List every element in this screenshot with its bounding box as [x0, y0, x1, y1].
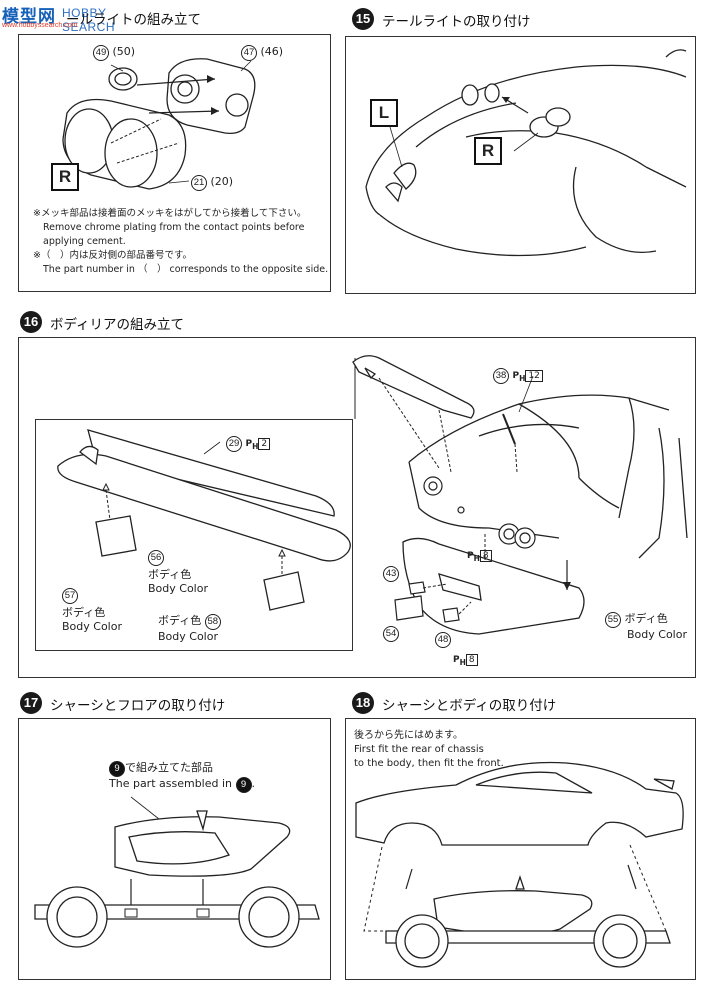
ref-jp: で組み立てた部品	[125, 761, 213, 774]
runner-ref-p: P	[512, 371, 520, 381]
part-57-color-en: Body Color	[62, 620, 122, 633]
step14-panel: 49 (50) 47 (46) 21 (20) R ※メッキ部品は接着面のメッキ…	[18, 34, 331, 292]
step14-note: ※メッキ部品は接着面のメッキをはがしてから接着して下さい。 Remove chr…	[33, 207, 328, 277]
part-57: 57	[62, 588, 78, 604]
runner-ref-p: P	[245, 439, 253, 449]
part-54: 54	[383, 626, 399, 642]
runner-ref-h: H	[519, 373, 526, 383]
step17-badge: 17	[20, 692, 42, 714]
step18-note-en-2: to the body, then fit the front.	[354, 758, 504, 769]
runner-ref-num: 8	[465, 654, 478, 666]
part-57-callout: 57 ボディ色 Body Color	[62, 588, 122, 633]
part-55-color-jp: ボディ色	[624, 612, 668, 625]
note-en-chrome-2: applying cement.	[43, 236, 126, 247]
part-47-46-callout: 47 (46)	[241, 45, 283, 61]
ref-step-9-en: 9	[235, 777, 252, 793]
step18-note-en-1: First fit the rear of chassis	[354, 744, 484, 755]
runner-ref-num: 2	[258, 438, 271, 450]
step18-note: 後ろから先にはめます。 First fit the rear of chassi…	[354, 729, 504, 771]
part-56-callout: 56 ボディ色 Body Color	[148, 550, 208, 595]
step15-title: テールライトの取り付け	[382, 14, 531, 30]
watermark-logo: 模型网 HOBBY SEARCH www.hobbyssearch.com	[0, 0, 150, 34]
part-21-20-callout: 21 (20)	[191, 175, 233, 191]
step18-note-jp: 後ろから先にはめます。	[354, 730, 463, 741]
part-56: 56	[148, 550, 164, 566]
part-38: 38	[493, 368, 509, 384]
part-56-color-en: Body Color	[148, 582, 208, 595]
step18-badge: 18	[352, 692, 374, 714]
part-48: 48	[435, 632, 451, 648]
watermark-cn: 模型网	[2, 7, 56, 26]
note-en-opposite: The part number in （ ） corresponds to th…	[43, 264, 329, 275]
step14-illustration	[62, 58, 256, 190]
part-21: 21	[191, 175, 207, 191]
step14-title: ールライトの組み立て	[66, 12, 201, 28]
step18-panel: 後ろから先にはめます。 First fit the rear of chassi…	[345, 718, 696, 980]
step15-badge: 15	[352, 8, 374, 30]
part-58: 58	[204, 614, 221, 630]
runner-ref-h: H	[473, 553, 480, 563]
body-rear-illustration	[352, 355, 688, 635]
part-46: (46)	[260, 45, 284, 58]
runner-ref-num: 12	[525, 370, 543, 382]
part-55: 55	[605, 612, 621, 628]
watermark-url: www.hobbyssearch.com	[2, 22, 78, 29]
part-43-callout: 43	[383, 566, 399, 582]
ref-en: The part assembled in	[109, 777, 233, 790]
note-en-chrome: Remove chrome plating from the contact p…	[43, 222, 305, 233]
part-48-callout: 48	[435, 632, 451, 648]
step17-title: シャーシとフロアの取り付け	[50, 698, 226, 714]
part-49: 49	[93, 45, 109, 61]
part-43: 43	[383, 566, 399, 582]
step15-panel: L R	[345, 36, 696, 294]
part-20: (20)	[210, 175, 234, 188]
runner-ref-h: H	[459, 657, 466, 667]
chassis-floor-illustration	[34, 796, 320, 948]
runner-ref-p: P	[453, 655, 460, 665]
runner-ref-num: 8	[479, 550, 492, 562]
chassis-body-illustration	[355, 761, 684, 968]
runner-ref-h: H	[252, 441, 259, 451]
part-57-color-jp: ボディ色	[62, 606, 106, 619]
side-label-l: L	[370, 99, 398, 127]
side-label-r-15: R	[474, 137, 502, 165]
part-49-50-callout: 49 (50)	[93, 45, 135, 61]
part-56-color-jp: ボディ色	[148, 568, 192, 581]
part-29: 29	[226, 436, 242, 452]
step18-title: シャーシとボディの取り付け	[382, 698, 557, 714]
note-jp-opposite: ※（ ）内は反対側の部品番号です。	[33, 250, 193, 261]
step15-illustration	[365, 49, 687, 257]
step16-badge: 16	[20, 311, 42, 333]
side-label-r: R	[51, 163, 79, 191]
watermark-en: HOBBY SEARCH	[62, 6, 116, 34]
part-58-color-en: Body Color	[158, 630, 218, 643]
part-54-callout: 54	[383, 626, 399, 642]
part-50: (50)	[112, 45, 136, 58]
step16-title: ボディリアの組み立て	[50, 317, 185, 333]
ref-step-9: 9	[109, 761, 125, 777]
part-58-color-jp: ボディ色	[158, 614, 202, 627]
spoiler-detail-illustration	[57, 429, 351, 611]
note-jp-chrome: ※メッキ部品は接着面のメッキをはがしてから接着して下さい。	[33, 208, 307, 219]
runner-ref-p: P	[467, 551, 474, 561]
part-58-callout: ボディ色 58 Body Color	[158, 612, 221, 643]
part-55-color-en: Body Color	[627, 628, 687, 641]
part-47: 47	[241, 45, 257, 61]
part-55-callout: 55 ボディ色 Body Color	[605, 610, 687, 641]
